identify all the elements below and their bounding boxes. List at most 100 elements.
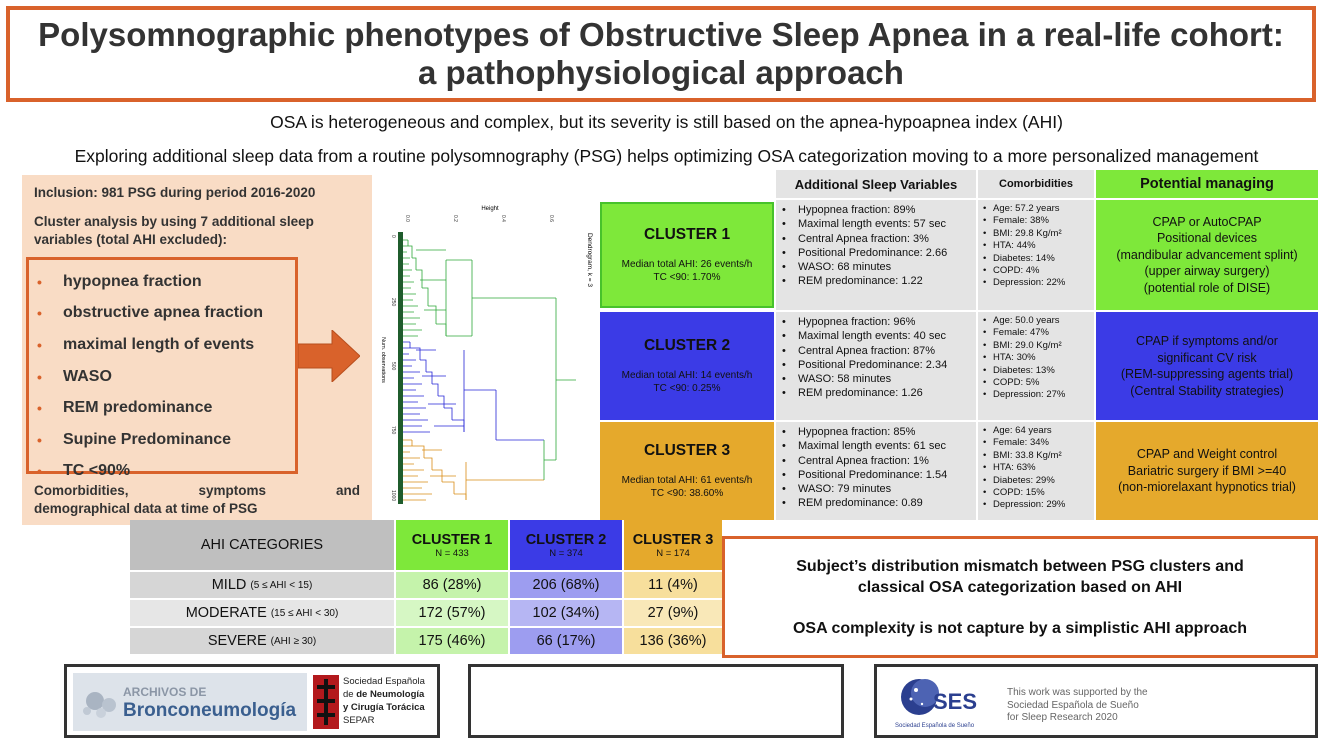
title-box: Polysomnographic phenotypes of Obstructi… (6, 6, 1316, 102)
variable-item: WASO: 68 minutes (782, 260, 976, 274)
variable-label: TC <90% (63, 462, 131, 480)
comorbidity-item: Female: 47% (983, 327, 1094, 339)
cluster-2-variables: Hypopnea fraction: 96% Maximal length ev… (776, 312, 976, 420)
ses-logo-icon (901, 679, 939, 715)
row-label: MILD (211, 577, 247, 593)
dendrogram-left-label: Num. observations (380, 337, 386, 383)
managing-line: (upper airway surgery) (1144, 264, 1270, 279)
variable-item: Positional Predominance: 1.54 (782, 468, 976, 482)
managing-line: significant CV risk (1157, 350, 1257, 365)
dendrogram-right-label: Dendrogram, k = 3 (586, 233, 593, 287)
dendrogram-branch-cluster-3 (403, 439, 544, 501)
dendrogram-tick: 750 (390, 426, 396, 435)
ahi-cluster-2-header: CLUSTER 2 N = 374 (510, 520, 622, 570)
empty-logo-box (468, 664, 844, 738)
dendrogram-tick: 0.4 (500, 215, 506, 222)
comorbidity-item: HTA: 63% (983, 462, 1094, 474)
row-range: (5 ≤ AHI < 15) (250, 579, 313, 591)
comorbidity-item: HTA: 30% (983, 352, 1094, 364)
comorbidity-item: Diabetes: 29% (983, 475, 1094, 487)
table-cell: 86 (28%) (396, 572, 508, 598)
comorbidity-item: Depression: 27% (983, 389, 1094, 401)
variables-box: • hypopnea fraction •obstructive apnea fr… (26, 257, 298, 479)
variable-item: Hypopnea fraction: 96% (782, 315, 976, 329)
logo-box-archivos-separ: ARCHIVOS DE Bronconeumología Sociedad Es… (64, 664, 440, 738)
ahi-categories-table: AHI CATEGORIES CLUSTER 1 N = 433 CLUSTER… (130, 520, 722, 655)
variable-item: Central Apnea fraction: 1% (782, 454, 976, 468)
variable-item: REM predominance: 1.26 (782, 386, 976, 400)
managing-line: (REM-suppressing agents trial) (1120, 367, 1294, 381)
ahi-row-mild-label: MILD(5 ≤ AHI < 15) (130, 572, 394, 598)
comorbidity-item: BMI: 29.0 Kg/m² (983, 340, 1094, 352)
cluster-1-managing: CPAP or AutoCPAP Positional devices (man… (1096, 200, 1318, 310)
comorbidities-line-2: demographical data at time of PSG (34, 501, 258, 516)
table-cell: 172 (57%) (396, 600, 508, 626)
separ-line-1: Sociedad Española (343, 676, 425, 687)
cluster-2-cell: CLUSTER 2 Median total AHI: 14 events/h … (600, 312, 774, 420)
conclusion-line-2: classical OSA categorization based on AH… (857, 579, 1183, 596)
ahi-categories-header: AHI CATEGORIES (130, 520, 394, 570)
variable-item: •obstructive apnea fraction (37, 298, 295, 330)
managing-line: CPAP and Weight control (1136, 447, 1278, 462)
separ-logo-icon (313, 675, 339, 729)
support-line-1: This work was supported by the (1007, 687, 1148, 698)
variable-item: Central Apnea fraction: 3% (782, 232, 976, 246)
bullet-icon: • (37, 400, 42, 417)
variable-label: WASO (63, 367, 112, 385)
variable-item: Positional Predominance: 2.34 (782, 358, 976, 372)
dendrogram-tick: 0.0 (404, 215, 410, 222)
table-cell: 175 (46%) (396, 628, 508, 654)
ahi-cluster-2-n: N = 374 (549, 547, 583, 559)
comorbidity-item: BMI: 29.8 Kg/m² (983, 228, 1094, 240)
variable-label: hypopnea fraction (63, 272, 202, 290)
separ-text: Sociedad Española de de Neumología y Cir… (343, 675, 425, 727)
dendrogram-tick: 250 (390, 298, 396, 307)
cluster-2-ahi: Median total AHI: 14 events/h (621, 370, 753, 381)
ahi-cluster-3-header: CLUSTER 3 N = 174 (624, 520, 722, 570)
conclusion-line-3: OSA complexity is not capture by a simpl… (792, 620, 1248, 637)
comorbidity-item: HTA: 44% (983, 240, 1094, 252)
separ-line-4: SEPAR (343, 715, 375, 726)
ses-full: Sociedad Española de Sueño (895, 723, 975, 729)
cluster-2-tc: TC <90: 0.25% (653, 383, 721, 394)
variable-item: Maximal length events: 61 sec (782, 439, 976, 453)
ahi-row-severe-label: SEVERE(AHI ≥ 30) (130, 628, 394, 654)
cluster-3-managing: CPAP and Weight control Bariatric surger… (1096, 422, 1318, 520)
separ-line-2-bold: de Neumología (356, 689, 425, 700)
row-range: (AHI ≥ 30) (270, 635, 317, 647)
cluster-3-variables: Hypopnea fraction: 85% Maximal length ev… (776, 422, 976, 520)
bullet-icon: • (37, 336, 42, 353)
variable-item: REM predominance: 0.89 (782, 496, 976, 510)
variable-item: • maximal length of events (37, 329, 295, 361)
table-cell: 206 (68%) (510, 572, 622, 598)
variables-list: • hypopnea fraction •obstructive apnea fr… (29, 260, 295, 487)
variable-label: maximal length of events (63, 335, 255, 353)
variable-item: Maximal length events: 40 sec (782, 329, 976, 343)
title-line-1: Polysomnographic phenotypes of Obstructi… (38, 16, 1284, 53)
support-line-2: Sociedad Española de Sueño (1007, 699, 1139, 711)
managing-line: CPAP if symptoms and/or (1136, 334, 1278, 348)
comorbidity-item: Diabetes: 13% (983, 365, 1094, 377)
managing-line: (non-miorelaxant hypnotics trial) (1118, 480, 1296, 495)
comorbidity-item: Female: 38% (983, 215, 1094, 227)
dendrogram: Height 0.0 0.2 0.4 0.6 0 250 500 750 100… (380, 206, 593, 504)
intro-line-1: OSA is heterogeneous and complex, but it… (270, 112, 1063, 132)
cluster-2-name: CLUSTER 2 (643, 337, 731, 354)
variable-item: WASO: 58 minutes (782, 372, 976, 386)
bullet-icon: • (37, 431, 42, 448)
archivos-text-1: ARCHIVOS DE (123, 685, 207, 699)
inclusion-text: Inclusion: 981 PSG during period 2016-20… (34, 185, 316, 200)
managing-line: Positional devices (1156, 231, 1258, 246)
dendrogram-branch-cluster-2 (403, 341, 544, 441)
comorbidity-item: Age: 64 years (983, 425, 1094, 437)
table-cell: 27 (9%) (624, 600, 722, 626)
variable-label: REM predominance (63, 399, 213, 417)
variable-item: WASO: 79 minutes (782, 482, 976, 496)
title-line-2: a pathophysiological approach (418, 54, 904, 91)
ahi-cluster-1-name: CLUSTER 1 (411, 531, 493, 548)
bullet-icon: • (37, 368, 42, 385)
cluster-analysis-text: Cluster analysis by using 7 additional s… (34, 214, 314, 247)
ahi-cluster-1-header: CLUSTER 1 N = 433 (396, 520, 508, 570)
managing-line: Bariatric surgery if BMI >=40 (1127, 463, 1287, 478)
cluster-3-ahi: Median total AHI: 61 events/h (621, 475, 753, 486)
